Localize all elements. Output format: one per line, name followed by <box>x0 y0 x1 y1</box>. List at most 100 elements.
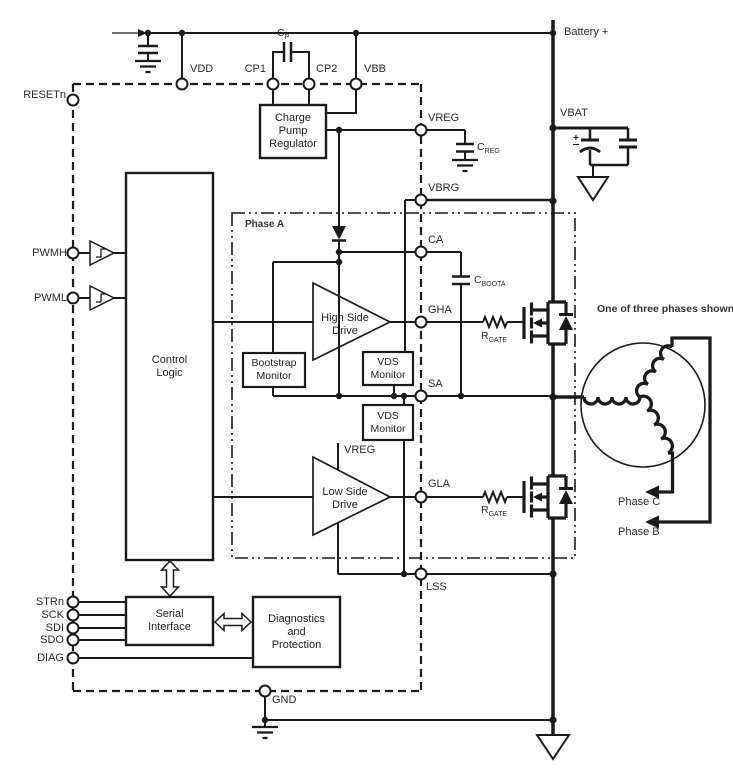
motor-symbol <box>580 336 712 529</box>
vdd-bypass-capacitor <box>138 44 158 55</box>
diagnostics-protection-text: Diagnostics and Protection <box>268 612 325 651</box>
rgate-low-resistor <box>482 489 508 505</box>
phase-b-wire <box>659 336 712 524</box>
pin-sck <box>66 608 80 622</box>
component-label-cboota: CBOOTA <box>474 274 506 289</box>
pin-label-resetn: RESETn <box>23 89 66 101</box>
pin-gnd <box>258 684 272 698</box>
bootstrap-monitor-text: Bootstrap Monitor <box>251 357 297 382</box>
vds-monitor-high-text: VDS Monitor <box>370 355 406 381</box>
phase-c-wire <box>659 451 675 494</box>
cp-pump-capacitor <box>282 42 293 62</box>
phase-c-arrow-icon <box>645 485 659 499</box>
pin-sa <box>414 389 428 403</box>
ground-icon <box>252 725 278 740</box>
pwml-buffer-icon <box>89 284 116 312</box>
control-logic-text: Control Logic <box>151 353 188 379</box>
pin-label-pwml: PWML <box>34 292 67 304</box>
low-side-mosfet <box>522 474 573 520</box>
pin-label-gnd: GND <box>272 694 297 706</box>
pin-cp1 <box>266 77 280 91</box>
pin-label-cp2: CP2 <box>316 63 338 75</box>
power-rails <box>551 20 628 736</box>
vds-monitor-low-block <box>361 403 415 442</box>
rgate-high-resistor <box>482 314 508 330</box>
vds-monitor-high-block <box>361 350 415 387</box>
pin-label-ca: CA <box>428 234 444 246</box>
ic-boundary <box>71 82 423 693</box>
creg-capacitor <box>456 142 474 153</box>
pin-label-strn: STRn <box>35 596 64 608</box>
cboota-capacitor <box>452 275 470 286</box>
pin-terminals <box>66 77 428 698</box>
vertical-double-arrow-icon <box>159 559 181 598</box>
ground-symbols <box>135 59 478 740</box>
ground-icon <box>452 158 478 173</box>
horizontal-double-arrow-icon <box>213 611 253 633</box>
diode-icon <box>332 226 346 240</box>
body-diode-icon <box>559 490 573 504</box>
pin-pwml <box>66 291 80 305</box>
pin-ca <box>414 245 428 259</box>
bus-arrows <box>159 559 253 633</box>
charge-pump-regulator-block <box>258 103 328 160</box>
pin-label-sa: SA <box>428 378 443 390</box>
pwml-hysteresis-glyph <box>96 293 106 303</box>
gate-resistors <box>482 314 508 505</box>
pin-label-diag: DIAG <box>37 652 64 664</box>
high-side-mosfet <box>522 300 573 346</box>
pin-label-vdd: VDD <box>190 63 214 75</box>
phase-c-label: Phase C <box>618 496 661 508</box>
pin-label-gla: GLA <box>428 478 451 490</box>
pin-label-gha: GHA <box>428 304 452 316</box>
charge-pump-regulator-text: Charge Pump Regulator <box>269 112 317 150</box>
input-buffers <box>89 239 116 312</box>
pin-resetn <box>66 93 80 107</box>
pin-strn <box>66 595 80 609</box>
motor-winding-b <box>635 344 673 399</box>
pin-label-lss: LSS <box>426 581 447 593</box>
pwmh-buffer-icon <box>89 239 116 267</box>
phase-b-arrow-icon <box>645 515 659 529</box>
vbat-capacitors <box>579 128 637 167</box>
vdd-supply-arrow <box>112 29 147 37</box>
phase-b-label: Phase B <box>618 526 660 538</box>
pin-lss <box>414 567 428 581</box>
high-side-drive-text: High Side Drive <box>321 312 369 337</box>
component-label-cp: CP <box>277 27 290 42</box>
signal-wires <box>73 32 594 727</box>
pin-label-cp1: CP1 <box>244 63 266 75</box>
arrow-right-icon <box>138 29 147 37</box>
pin-label-pwmh: PWMH <box>32 247 67 259</box>
ground-icon <box>135 59 161 74</box>
pin-diag <box>66 651 80 665</box>
component-label-rgate-low: RGATE <box>481 504 508 519</box>
pin-label-vreg: VREG <box>428 112 460 124</box>
power-ground-icon <box>535 734 571 761</box>
pwmh-hysteresis-glyph <box>96 248 106 258</box>
serial-interface-text: Serial Interface <box>148 608 191 633</box>
pin-sdo <box>66 633 80 647</box>
pin-label-vbb: VBB <box>364 63 387 75</box>
pin-cp2 <box>302 77 316 91</box>
pin-vdd <box>175 77 189 91</box>
battery-plus-label: Battery + <box>564 26 609 38</box>
pin-label-sck: SCK <box>41 609 64 621</box>
component-label-rgate-high: RGATE <box>481 330 508 345</box>
motor-winding-c <box>639 394 674 455</box>
vreg-internal-label: VREG <box>344 444 376 456</box>
serial-interface-block <box>124 595 215 647</box>
low-side-drive-text: Low Side Drive <box>322 486 368 511</box>
capacitors <box>138 42 474 286</box>
vbat-label: VBAT <box>560 107 588 119</box>
mosfet-arrow-icon <box>533 492 542 502</box>
pin-gha <box>414 315 428 329</box>
one-of-three-phases-note: One of three phases shown <box>597 303 733 315</box>
pin-pwmh <box>66 246 80 260</box>
diagnostics-protection-block <box>251 595 342 669</box>
body-diode-icon <box>559 316 573 330</box>
bootstrap-diode <box>332 226 346 242</box>
junction-dots <box>144 29 557 724</box>
